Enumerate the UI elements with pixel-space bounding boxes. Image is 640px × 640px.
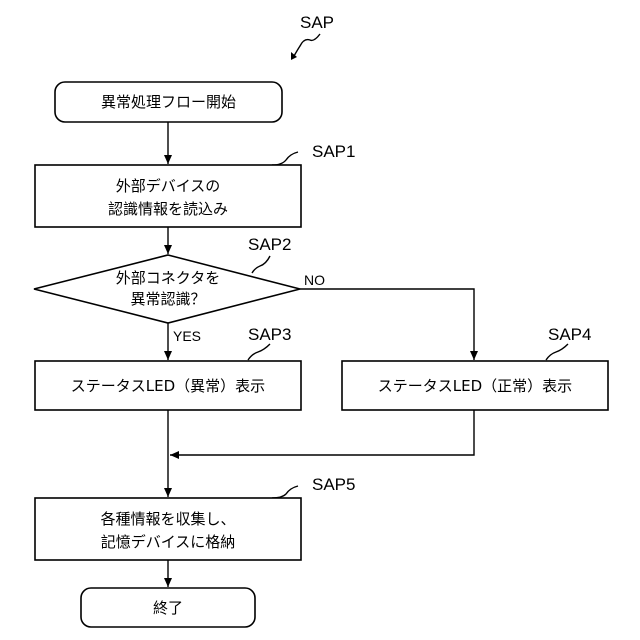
start-label: 異常処理フロー開始 [101,93,236,111]
figure-ref-label: SAP [300,13,334,32]
sap3-label: ステータスLED（異常）表示 [71,377,265,395]
sap3-ref-leader [248,344,270,360]
arrow-sap2-no-to-sap4 [300,289,474,360]
sap4-ref-label: SAP4 [548,325,591,344]
arrow-sap4-to-merge [170,410,474,455]
no-branch-label: NO [304,272,325,288]
sap1-ref-leader [272,152,298,165]
sap4-ref-leader [546,344,568,360]
sap2-decision-diamond [34,255,300,323]
sap1-ref-label: SAP1 [312,142,355,161]
sap1-line-1: 外部デバイスの [116,177,221,195]
end-label: 終了 [153,599,183,617]
sap5-line-2: 記憶デバイスに格納 [101,533,236,551]
sap3-ref-label: SAP3 [248,325,291,344]
figure-ref-leader [294,34,320,56]
sap4-label: ステータスLED（正常）表示 [378,377,572,395]
sap5-ref-label: SAP5 [312,475,355,494]
sap2-ref-label: SAP2 [248,235,291,254]
yes-branch-label: YES [173,328,201,344]
sap2-line-1: 外部コネクタを [116,269,220,287]
sap5-ref-leader [272,486,298,498]
sap2-line-2: 異常認識？ [130,290,205,308]
sap1-line-2: 認識情報を読込み [108,200,228,218]
sap5-line-1: 各種情報を収集し、 [100,510,235,528]
sap2-ref-leader [252,256,270,273]
